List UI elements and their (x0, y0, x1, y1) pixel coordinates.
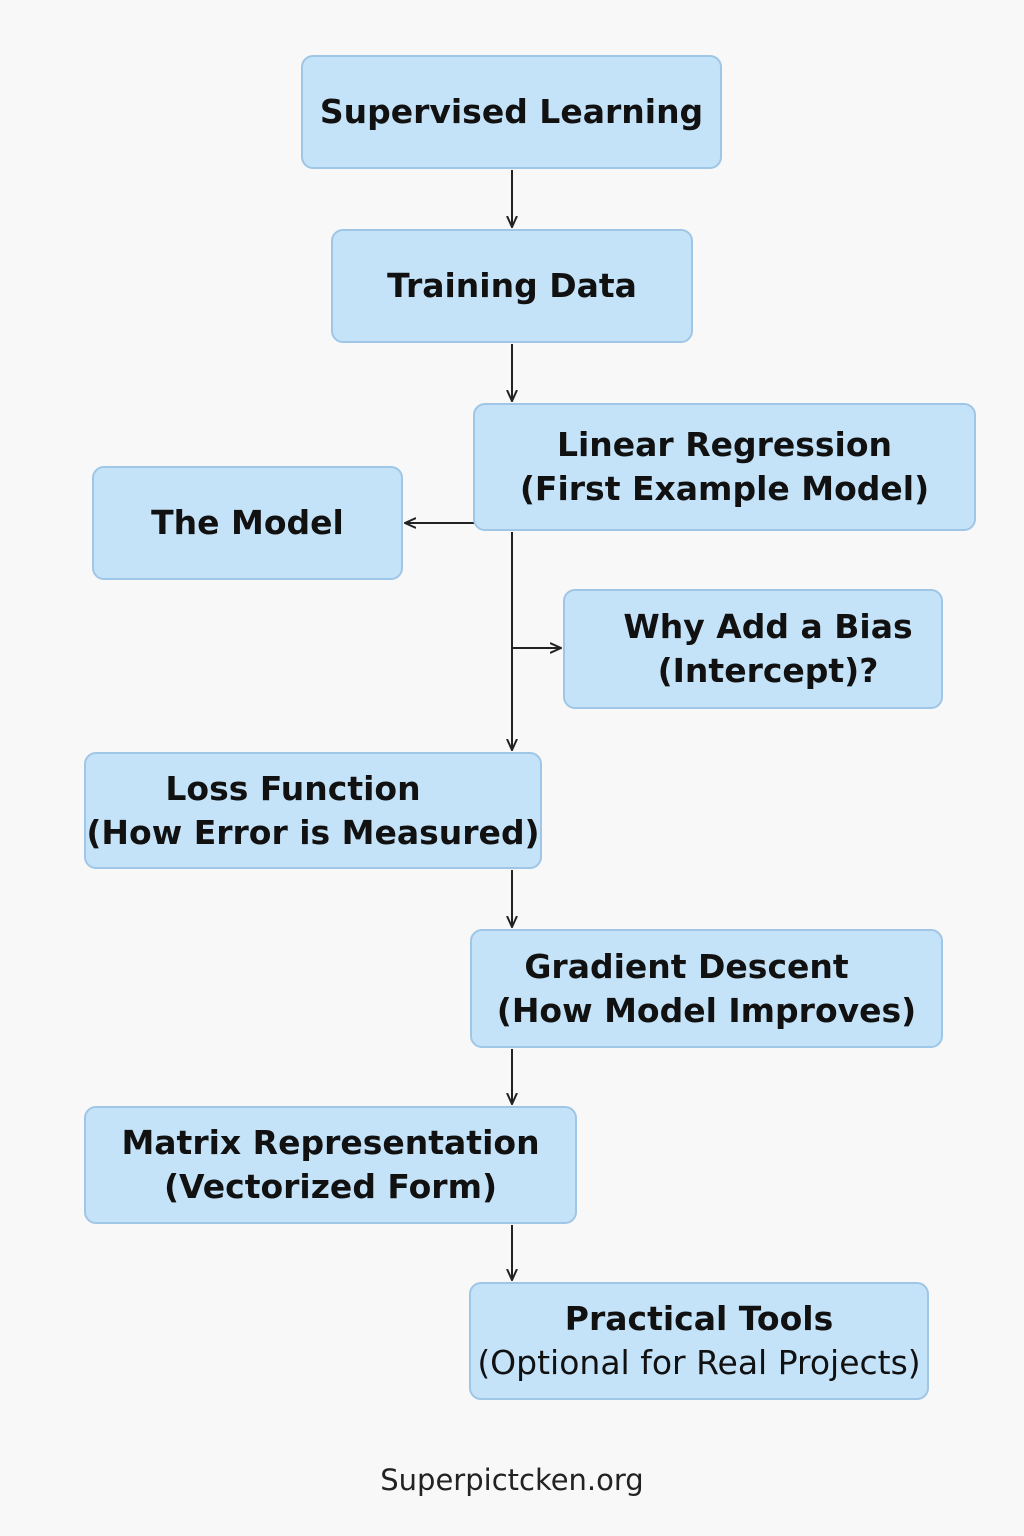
footer-site-name: Superpictcken.org (380, 1463, 644, 1497)
node-supervised-learning: Supervised Learning (301, 55, 722, 169)
node-label: Training Data (387, 266, 637, 306)
node-bias-intercept: Why Add a Bias (Intercept)? (563, 589, 943, 709)
node-label: Why Add a Bias (623, 607, 913, 647)
node-sublabel: (How Model Improves) (496, 990, 917, 1030)
node-matrix-representation: Matrix Representation (Vectorized Form) (84, 1106, 577, 1224)
node-label: Gradient Descent (524, 946, 849, 986)
node-training-data: Training Data (331, 229, 693, 343)
node-label: Linear Regression (556, 425, 893, 465)
node-label: Loss Function (165, 768, 421, 808)
node-label: Supervised Learning (319, 92, 704, 132)
node-practical-tools: Practical Tools (Optional for Real Proje… (469, 1282, 929, 1400)
node-sublabel: (Intercept)? (657, 651, 879, 690)
node-label: The Model (151, 503, 344, 543)
node-linear-regression: Linear Regression (First Example Model) (473, 403, 976, 531)
node-sublabel: (First Example Model) (519, 469, 930, 508)
node-label: Matrix Representation (121, 1123, 540, 1163)
node-loss-function: Loss Function (How Error is Measured) (84, 752, 542, 869)
node-the-model: The Model (92, 466, 403, 580)
node-sublabel: (Optional for Real Projects) (477, 1343, 921, 1382)
node-sublabel: (How Error is Measured) (86, 812, 540, 852)
node-gradient-descent: Gradient Descent (How Model Improves) (470, 929, 943, 1048)
node-label: Practical Tools (564, 1299, 834, 1339)
node-sublabel: (Vectorized Form) (163, 1167, 498, 1206)
